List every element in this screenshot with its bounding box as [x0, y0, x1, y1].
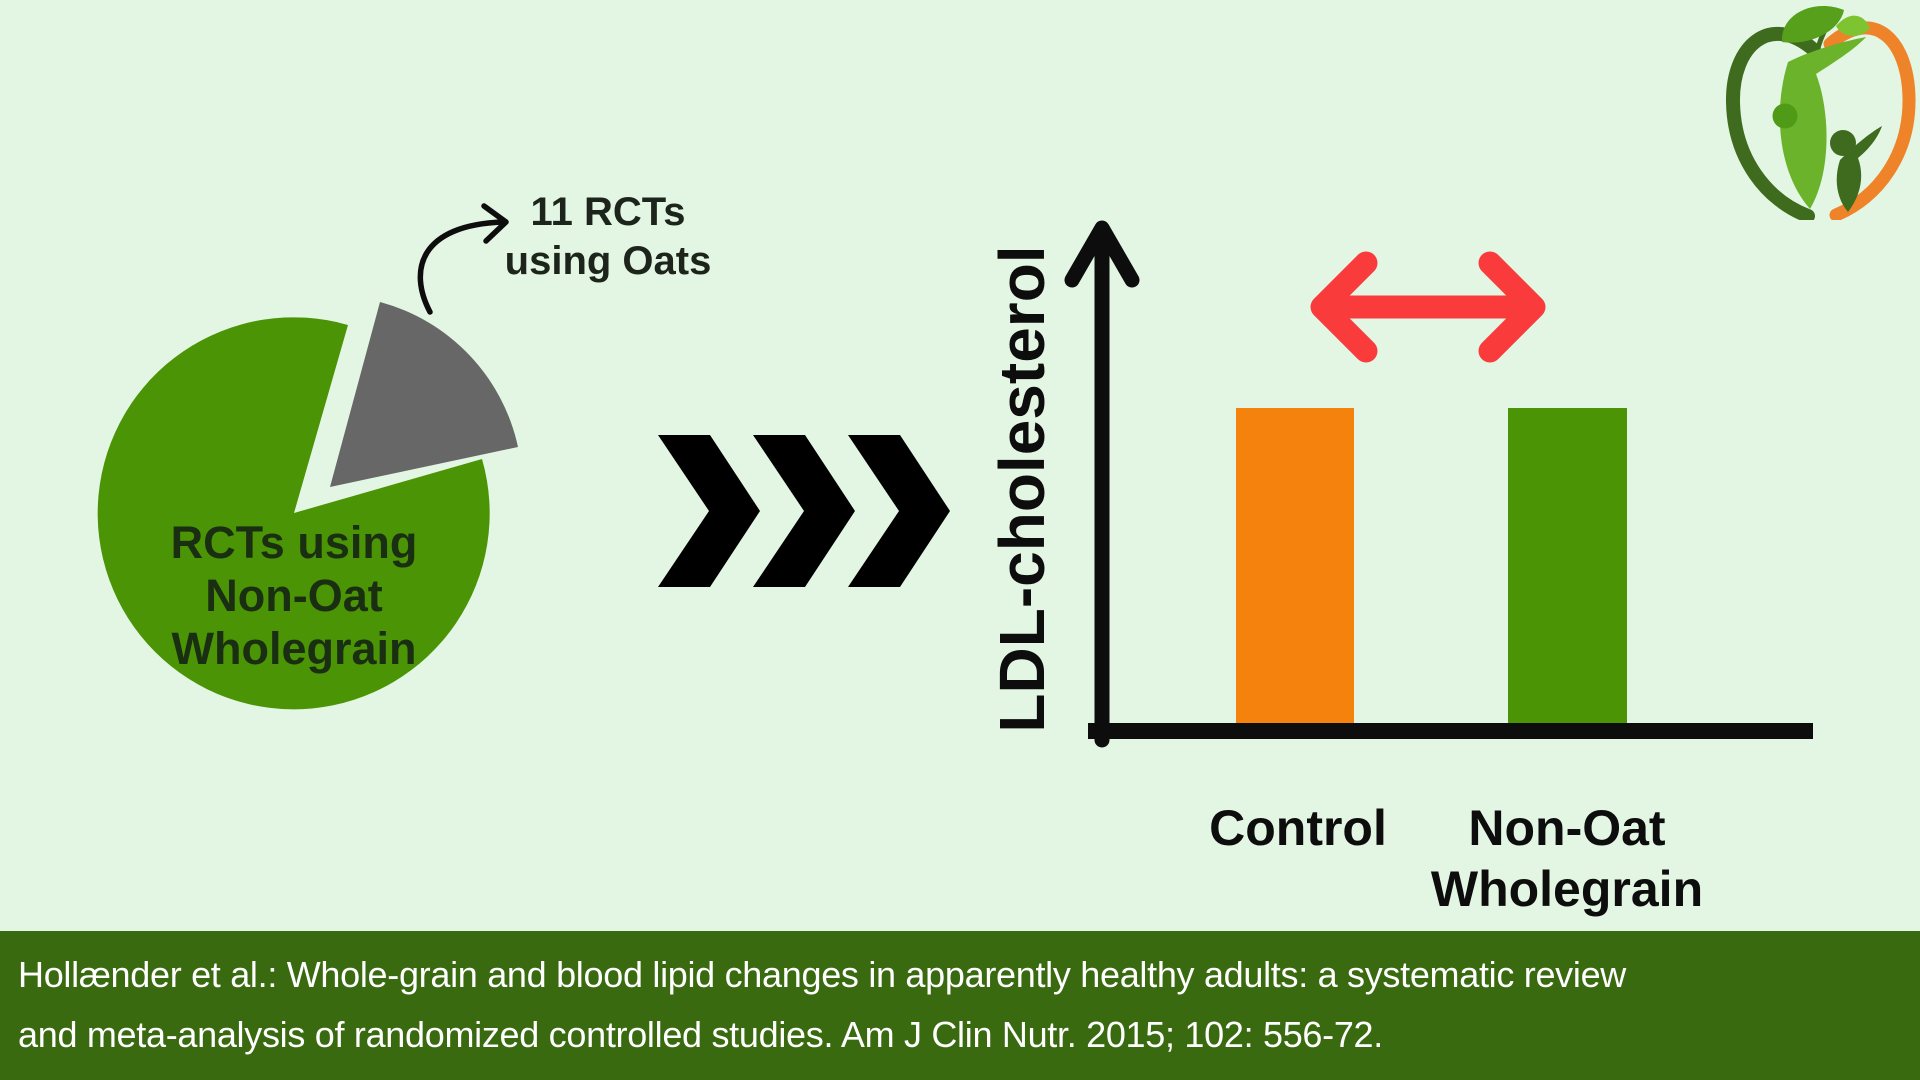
bar-non-oat-wholegrain	[1508, 408, 1627, 723]
chevron-right-icon	[753, 435, 855, 587]
callout-arrowhead-icon	[481, 203, 509, 244]
pie-slice-label: RCTs using Non-Oat Wholegrain	[171, 516, 418, 675]
x-label-non-oat-wholegrain: Non-Oat Wholegrain	[1431, 798, 1703, 920]
chevron-right-icon	[848, 435, 950, 587]
logo-person-right-body	[1836, 126, 1882, 212]
pie-slice-label-line1: RCTs using	[170, 517, 418, 568]
logo-apple-left-outline	[1725, 26, 1821, 220]
bar-control	[1236, 408, 1354, 723]
nutrition-apple-logo	[1725, 5, 1916, 220]
logo-person-right-head	[1830, 130, 1856, 156]
pie-slice-oats-exploded	[330, 302, 518, 487]
x-label-non-oat-line1: Non-Oat	[1468, 800, 1666, 856]
pie-callout-label: 11 RCTs using Oats	[505, 188, 712, 286]
equivalence-double-arrow-icon	[1310, 251, 1546, 363]
logo-person-left-body	[1779, 37, 1866, 209]
pie-callout-line1: 11 RCTs	[530, 190, 686, 234]
pie-chart	[97, 203, 518, 710]
pie-slice-non-oat-wholegrain	[97, 317, 490, 710]
citation-footer: Hollænder et al.: Whole-grain and blood …	[0, 931, 1920, 1080]
x-label-control: Control	[1209, 800, 1387, 856]
x-label-non-oat-line2: Wholegrain	[1430, 861, 1704, 917]
logo-person-left-head	[1772, 103, 1798, 129]
logo-leaf-small-icon	[1836, 15, 1870, 37]
y-axis-arrowhead-icon	[1064, 220, 1140, 288]
bar-chart	[1064, 220, 1813, 748]
y-axis-title: LDL-cholesterol	[986, 245, 1058, 733]
pie-callout-line2: using Oats	[504, 239, 712, 283]
triple-chevron-icon	[658, 435, 950, 587]
pie-slice-label-line2: Non-Oat	[205, 570, 383, 621]
chevron-right-icon	[658, 435, 760, 587]
logo-leaf-icon	[1781, 5, 1844, 43]
citation-line1: Hollænder et al.: Whole-grain and blood …	[18, 954, 1626, 995]
citation-line2: and meta-analysis of randomized controll…	[18, 1014, 1383, 1055]
pie-slice-label-line3: Wholegrain	[171, 623, 417, 674]
callout-arrow-curve	[417, 219, 506, 315]
